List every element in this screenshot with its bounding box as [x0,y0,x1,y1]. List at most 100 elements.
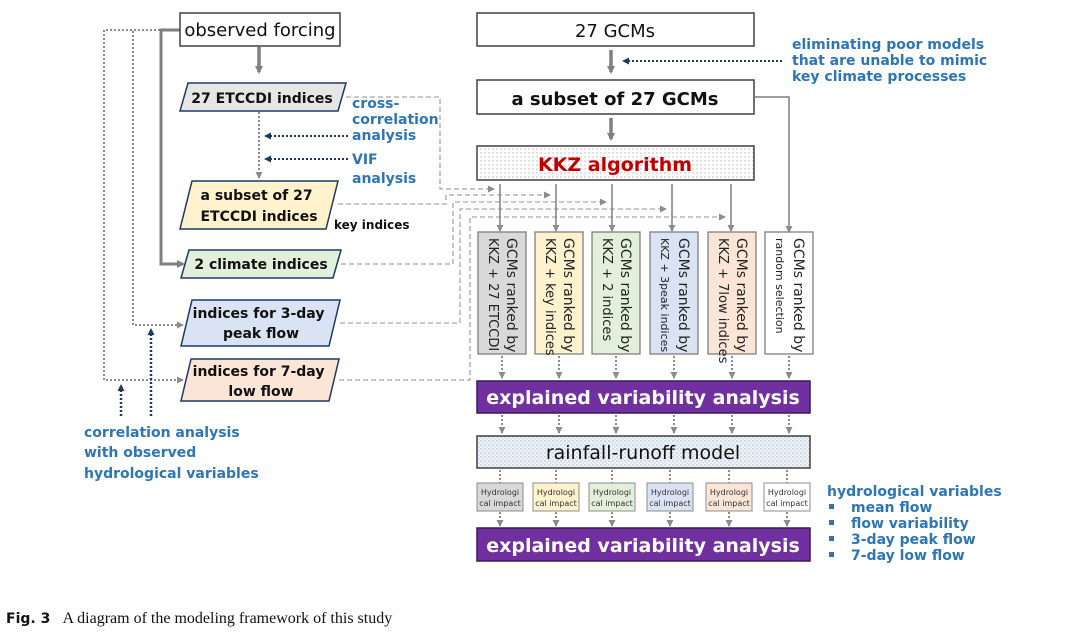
hydro-impact-line1: Hydrologi [768,488,806,497]
hydro-var-label: 3-day peak flow [851,532,976,548]
hydro-var-item: 3-day peak flow [829,532,976,548]
correlation-note: correlation analysis with observed hydro… [84,425,259,482]
eva-1-label: explained variability analysis [486,387,800,409]
ranked-line1: GCMs ranked by [733,238,749,352]
hydro-impact-box: Hydrologi cal impact [763,482,811,512]
bullet-icon [829,552,834,557]
ranked-line1: GCMs ranked by [503,238,519,352]
peak-3day-box [180,299,341,347]
gcms-27-label: 27 GCMs [575,21,655,42]
ranked-line2: KKZ + 2 indices [599,238,614,341]
hydro-impact-line1: Hydrologi [593,488,631,497]
dotted-link-low-flow [103,29,184,384]
hydro-var-item: mean flow [829,500,932,516]
caption-label: Fig. 3 [6,611,51,627]
hydro-impact-rect [532,482,580,512]
hydro-impact-line2: cal impact [535,499,577,508]
hydro-impact-rect [476,482,524,512]
ranked-box-rect [707,231,757,355]
connector-peak [340,205,667,324]
observed-forcing-box [179,12,341,47]
etccdi-27-box [179,82,347,112]
link-subset-to-random [754,96,793,233]
connector-low [339,213,726,381]
hydro-impact-box: Hydrologi cal impact [705,482,753,512]
ranked-line2: KKZ + key indices [542,238,557,356]
ranked-line1: GCMs ranked by [675,238,691,352]
hydro-var-label: 7-day low flow [851,548,965,564]
hydro-impact-box: Hydrologi cal impact [588,482,636,512]
vif-note: VIF analysis [352,152,416,187]
connector-climate [341,198,607,265]
hydro-impact-rect [588,482,636,512]
rainfall-runoff-label: rainfall-runoff model [546,442,740,464]
subset-etccdi-label: a subset of 27 ETCCDI indices [200,188,317,225]
ranked-box-rect [649,231,699,355]
hydro-var-label: mean flow [851,500,932,516]
ranked-line1: GCMs ranked by [617,238,633,352]
hydro-impact-rect [705,482,753,512]
connector-key [338,191,551,205]
hydro-impact-box: Hydrologi cal impact [646,482,694,512]
hydro-impact-line1: Hydrologi [481,488,519,497]
kkz-label: KKZ algorithm [538,154,692,176]
ranked-box-rect [477,231,527,355]
eva-2-label: explained variability analysis [486,535,800,557]
ranked-line2: KKZ + 7low indices [715,238,730,364]
ranked-line2: KKZ + 3peak indices [658,238,671,352]
kkz-box [476,145,755,181]
bullet-icon [829,536,834,541]
hydro-impact-line2: cal impact [766,499,808,508]
hydro-impact-rect [646,482,694,512]
subset-gcms-label: a subset of 27 GCMs [511,89,718,110]
hydro-impact-line2: cal impact [591,499,633,508]
hydro-impact-box: Hydrologi cal impact [532,482,580,512]
hydro-impact-rect [763,482,811,512]
hydro-impact-box: Hydrologi cal impact [476,482,524,512]
hydro-impact-line2: cal impact [649,499,691,508]
hydro-impact-line2: cal impact [708,499,750,508]
low-7day-box [180,358,340,402]
ranked-box-rect [534,231,584,355]
bullet-icon [829,504,834,509]
ranked-box: GCMs ranked by random selection [764,231,814,434]
kkz-down-arrows [496,184,735,232]
hydro-impact-line1: Hydrologi [537,488,575,497]
hydro-impact-line1: Hydrologi [710,488,748,497]
low-7day-label: indices for 7-day low flow [193,364,330,400]
bullet-icon [829,520,834,525]
observed-forcing-label: observed forcing [184,20,335,41]
ranked-box-rect [591,231,641,355]
hydro-impact-line2: cal impact [479,499,521,508]
caption-text: A diagram of the modeling framework of t… [62,610,393,627]
etccdi-27-label: 27 ETCCDI indices [191,91,332,107]
ranked-line2: random selection [773,238,786,334]
rainfall-runoff-box [476,435,811,469]
connector-etccdi27 [346,96,495,193]
eliminating-note: eliminating poor models that are unable … [792,37,992,85]
hydro-var-item: flow variability [829,516,969,532]
peak-3day-label: indices for 3-day peak flow [193,306,330,342]
ranked-line1: GCMs ranked by [560,238,576,352]
hydro-vars-title: hydrological variables [827,484,1002,500]
climate-2-label: 2 climate indices [194,257,327,273]
hydro-impact-line1: Hydrologi [651,488,689,497]
solid-link-climate [159,28,185,268]
figure-caption: Fig. 3 A diagram of the modeling framewo… [6,610,392,628]
ranked-line1: GCMs ranked by [790,238,806,352]
subset-etccdi-box [179,180,339,230]
key-indices-label: key indices [334,218,410,232]
ranked-box: GCMs ranked by KKZ + 3peak indices [649,231,699,434]
gcms-27-box [476,12,755,47]
climate-2-box [180,249,342,279]
ranked-box-rect [764,231,814,355]
dashed-connectors [338,96,726,381]
